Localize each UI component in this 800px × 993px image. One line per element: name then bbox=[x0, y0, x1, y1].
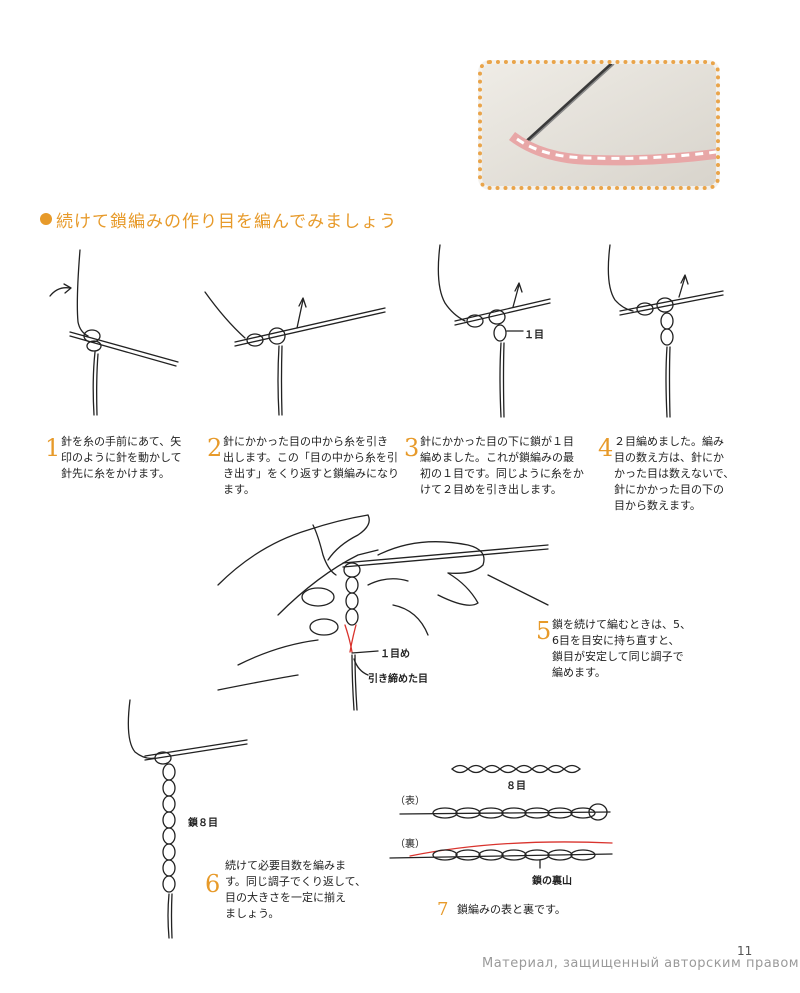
chain-eight-diagram bbox=[451, 764, 581, 774]
step-number: 4 bbox=[598, 434, 614, 462]
step-text: 続けて必要目数を編みま す。同じ調子でくり返して、 目の大きさを一定に揃え まし… bbox=[225, 859, 367, 920]
step3-illustration bbox=[437, 244, 551, 418]
step-6: 6 続けて必要目数を編みま す。同じ調子でくり返して、 目の大きさを一定に揃え … bbox=[205, 858, 380, 928]
section-title-text: 続けて鎖編みの作り目を編んでみましょう bbox=[56, 211, 398, 232]
copyright-watermark: Материал, защищенный авторским правом bbox=[482, 956, 800, 971]
step-number: 7 bbox=[437, 899, 449, 920]
step6-illustration bbox=[127, 699, 248, 939]
caption-7: 7 鎖編みの表と裏です。 bbox=[437, 899, 597, 922]
step2-illustration bbox=[204, 291, 386, 416]
step-number: 5 bbox=[536, 617, 552, 645]
step-4: 4 ２目編めました。編み 目の数え方は、針にか かった目は数えないで、 針にかか… bbox=[598, 434, 743, 519]
step-number: 2 bbox=[207, 434, 223, 462]
step4-illustration bbox=[607, 244, 724, 418]
back-bump-label: 鎖の裏山 bbox=[532, 876, 572, 887]
section-title: 続けて鎖編みの作り目を編んでみましょう bbox=[40, 207, 398, 232]
step-number: 1 bbox=[45, 434, 61, 462]
leader-lines bbox=[351, 650, 379, 676]
bullet-dot-icon bbox=[40, 213, 52, 225]
step-text: ２目編めました。編み 目の数え方は、針にか かった目は数えないで、 針にかかった… bbox=[614, 435, 735, 512]
eight-label: ８目 bbox=[506, 781, 526, 792]
red-loop-highlight bbox=[344, 624, 357, 653]
chain-front-diagram bbox=[399, 803, 611, 821]
step1-illustration bbox=[49, 249, 179, 416]
step-3: 3 針にかかった目の下に鎖が１目 編めました。これが鎖編みの最 初の１目です。同… bbox=[404, 434, 584, 504]
chain8-label: 鎖８目 bbox=[188, 818, 218, 829]
chain-back-diagram bbox=[389, 841, 613, 869]
step-5: 5 鎖を続けて編むときは、5、 6目を目安に持ち直すと、 鎖目が安定して同じ調子… bbox=[536, 617, 696, 687]
page-number: 11 bbox=[737, 944, 753, 958]
step-text: 針を糸の手前にあて、矢 印のように針を動かして 針先に糸をかけます。 bbox=[61, 435, 182, 480]
hand-tightened-label: 引き締めた目 bbox=[368, 674, 428, 685]
step3-count-label: １目 bbox=[524, 330, 544, 341]
step-1: 1 針を糸の手前にあて、矢 印のように針を動かして 針先に糸をかけます。 bbox=[45, 434, 195, 494]
step-text: 針にかかった目の中から糸を引き 出します。この「目の中から糸を引 き出す」をくり… bbox=[223, 435, 399, 496]
step-number: 6 bbox=[205, 870, 221, 898]
step-number: 3 bbox=[404, 434, 420, 462]
hands-illustration bbox=[217, 514, 549, 711]
crochet-hook-photo bbox=[482, 64, 716, 186]
step-2: 2 針にかかった目の中から糸を引き 出します。この「目の中から糸を引 き出す」を… bbox=[207, 434, 399, 504]
photo-frame bbox=[478, 60, 720, 190]
back-label: （裏） bbox=[395, 839, 425, 850]
step-text: 針にかかった目の下に鎖が１目 編めました。これが鎖編みの最 初の１目です。同じよ… bbox=[420, 435, 584, 496]
hand-first-label: １目め bbox=[380, 649, 410, 660]
caption-text: 鎖編みの表と裏です。 bbox=[457, 903, 566, 916]
front-label: （表） bbox=[395, 796, 425, 807]
step-text: 鎖を続けて編むときは、5、 6目を目安に持ち直すと、 鎖目が安定して同じ調子で … bbox=[552, 618, 691, 679]
